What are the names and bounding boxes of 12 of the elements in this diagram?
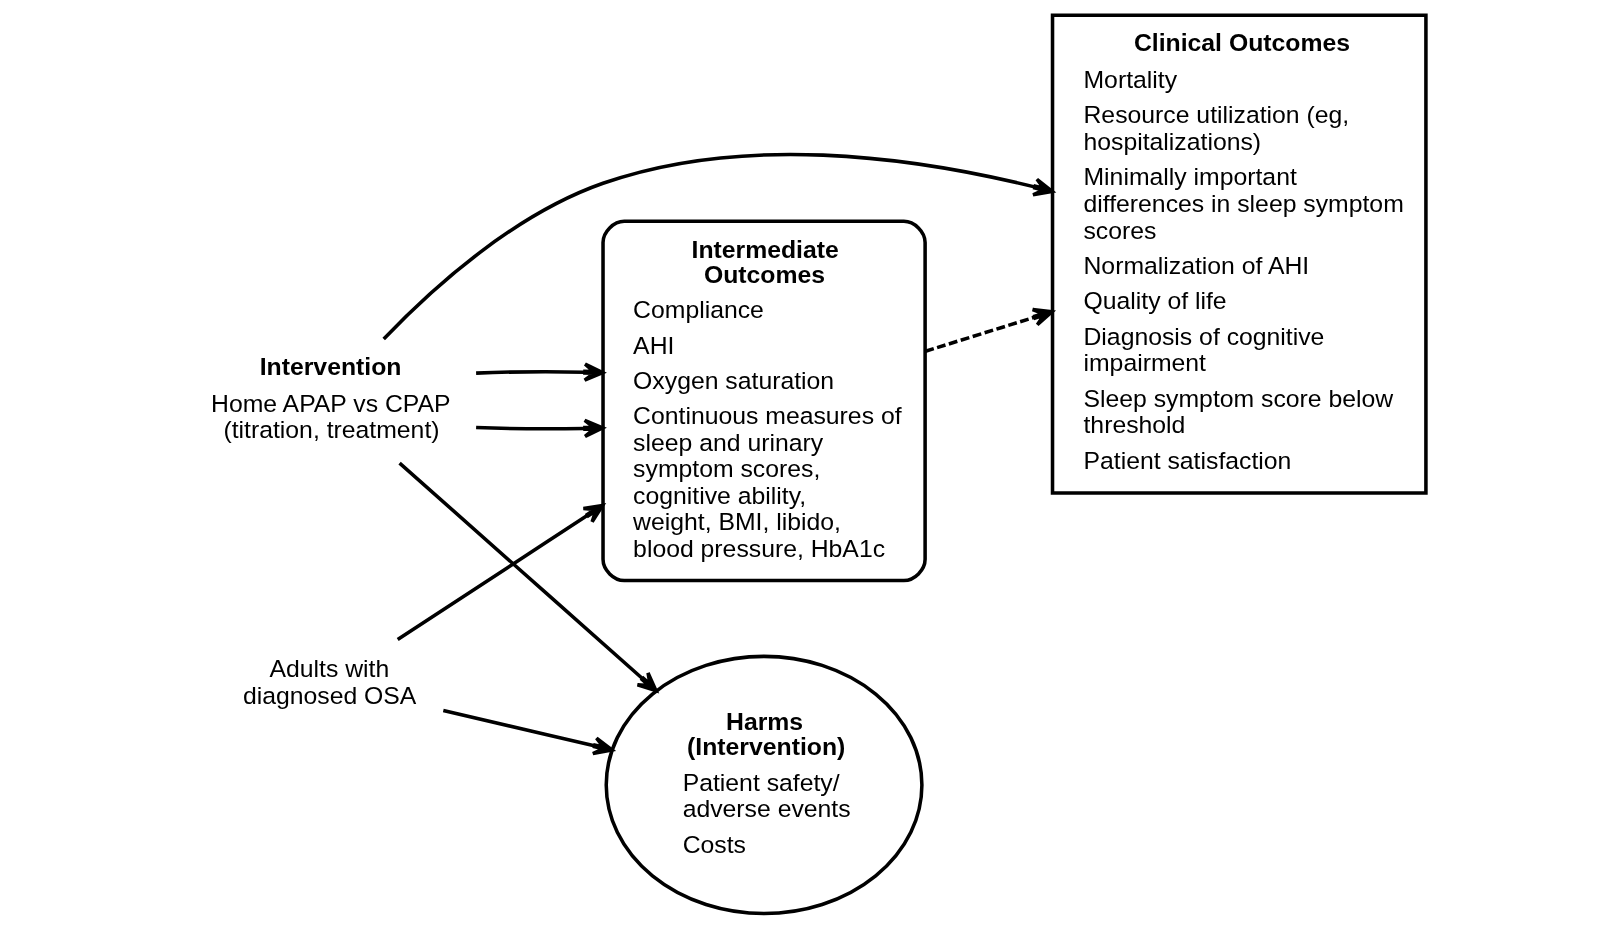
arrow	[382, 152, 1054, 341]
arrow	[398, 461, 658, 693]
arrow	[476, 418, 605, 439]
arrow	[442, 708, 614, 756]
arrow	[924, 307, 1054, 353]
node-text: Intervention Home APAP vs CPAP (titration, treatment)	[211, 352, 451, 444]
node-ellipse: Harms (Intervention) Patient safety/ adverse events Costs	[604, 654, 924, 916]
node-text: Adults with diagnosed OSA	[242, 655, 417, 709]
node-box: Intermediate Outcomes Compliance AHI Oxygen saturation Continuous measures of sleep and urinary symptom scores, cognitive ability, weight, BMI, libido, blood pressure, HbA1c	[601, 219, 927, 583]
arrow	[396, 503, 605, 641]
arrow	[476, 362, 605, 382]
node-box: Clinical Outcomes Mortality Resource utilization (eg, hospitalizations) Minimally important differences in sleep symptom scores Normalization of AHI Quality of life Diagnosis of cognitive impairment Sleep symptom score below threshold Patient satisfaction	[1050, 13, 1428, 495]
